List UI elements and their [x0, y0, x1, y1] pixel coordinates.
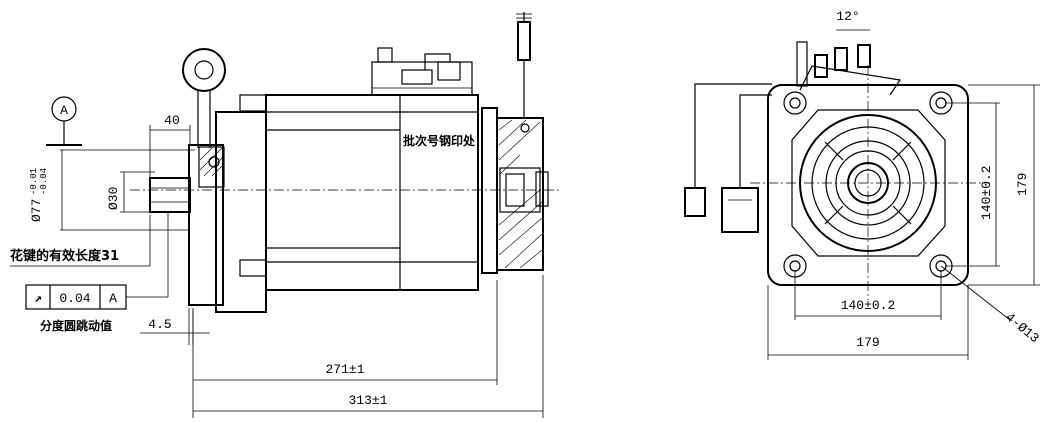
end-flange-outline: [767, 84, 969, 286]
spline-note: 花键的有效长度31: [10, 215, 151, 267]
dim-140-horizontal-label: 140±0.2: [841, 298, 896, 313]
end-cable-connectors: [684, 83, 772, 233]
dim-40: 40: [149, 113, 191, 180]
dim-40-label: 40: [164, 113, 180, 128]
dim-179-horizontal: 179: [767, 285, 969, 360]
dim-77-tol-lower: -0.04: [39, 168, 49, 195]
end-terminal-block: 12°: [796, 9, 902, 96]
dim-179-vertical: 179: [968, 84, 1040, 286]
dim-77-tol-upper: -0.01: [29, 168, 39, 195]
runout-value: 0.04: [59, 291, 90, 306]
dim-140-vertical: 140±0.2: [945, 102, 1000, 267]
angle-12-label: 12°: [836, 9, 859, 24]
lifting-eye: [182, 48, 226, 148]
datum-a: A: [46, 96, 82, 146]
dim-179-vertical-label: 179: [1015, 173, 1030, 196]
terminal-box: [371, 47, 473, 96]
end-flange-boss: [791, 109, 946, 257]
runout-symbol: ↗: [34, 291, 42, 306]
dim-271-label: 271±1: [325, 362, 364, 377]
dim-4-5: 4.5: [140, 308, 210, 345]
sensor-connector: [516, 12, 532, 118]
batch-mark-label: 批次号钢印处: [403, 133, 476, 148]
holes-label: 4-Ø13: [1002, 310, 1042, 347]
dim-313: 313±1: [193, 275, 544, 418]
dim-30: Ø30: [106, 171, 155, 213]
end-view: 12° 140±0.2 179 140±0.2: [684, 9, 1042, 360]
rear-end-cap: [481, 107, 549, 274]
front-flange: [188, 144, 224, 306]
dim-77: Ø77 -0.01 -0.04: [29, 149, 195, 231]
side-view: A 40 Ø77 -0.01 -0.04 Ø30: [10, 12, 560, 418]
dim-30-label: Ø30: [106, 187, 121, 210]
datum-a-letter: A: [60, 103, 68, 118]
dim-77-label: Ø77: [29, 199, 44, 222]
dim-140-horizontal: 140±0.2: [794, 270, 942, 320]
dim-179-horizontal-label: 179: [856, 335, 879, 350]
runout-datum: A: [109, 291, 117, 306]
dim-140-vertical-label: 140±0.2: [979, 165, 994, 220]
dim-271: 271±1: [192, 280, 498, 418]
holes-callout: 4-Ø13: [940, 265, 1042, 347]
shaft: [149, 177, 191, 213]
runout-tolerance-frame: ↗ 0.04 A 分度圆跳动值: [25, 212, 169, 333]
dim-4-5-label: 4.5: [148, 317, 171, 332]
spline-note-text: 花键的有效长度31: [10, 248, 119, 264]
runout-caption: 分度圆跳动值: [40, 318, 112, 333]
dim-313-label: 313±1: [348, 393, 387, 408]
motor-housing: [265, 94, 479, 291]
